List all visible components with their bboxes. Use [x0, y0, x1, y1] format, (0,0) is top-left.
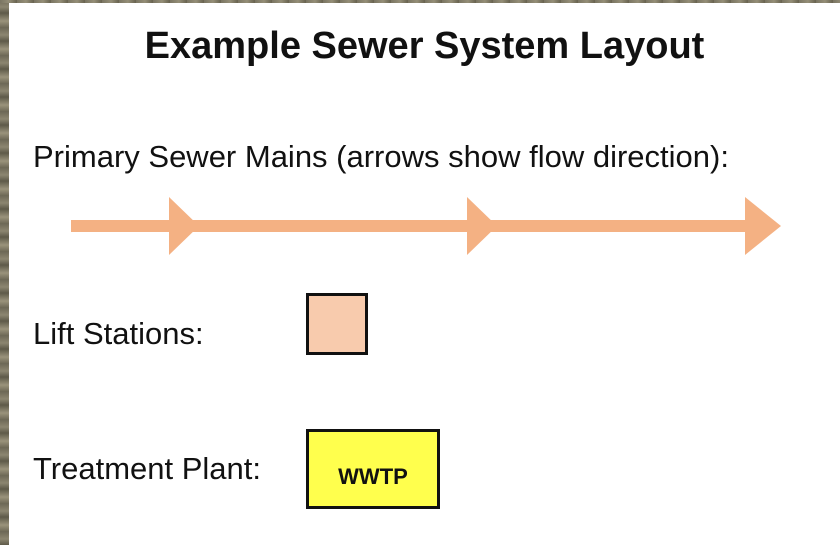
sewer-main-arrow-line: [71, 197, 781, 255]
wwtp-label: WWTP: [338, 464, 408, 489]
legend-title: Example Sewer System Layout: [144, 25, 705, 67]
flow-arrow-2: [467, 197, 497, 255]
sewer-mains-label: Primary Sewer Mains (arrows show flow di…: [33, 139, 729, 174]
aerial-photo-edge: [0, 0, 9, 545]
aerial-photo-top-edge: [0, 0, 840, 3]
flow-arrow-1: [169, 197, 199, 255]
lift-station-symbol: [306, 293, 368, 355]
lift-stations-label: Lift Stations:: [33, 316, 204, 351]
flow-arrow-3: [745, 197, 781, 255]
treatment-plant-symbol: WWTP: [306, 429, 440, 509]
treatment-plant-label: Treatment Plant:: [33, 451, 262, 486]
legend-panel: Example Sewer System Layout Primary Sewe…: [9, 3, 840, 545]
